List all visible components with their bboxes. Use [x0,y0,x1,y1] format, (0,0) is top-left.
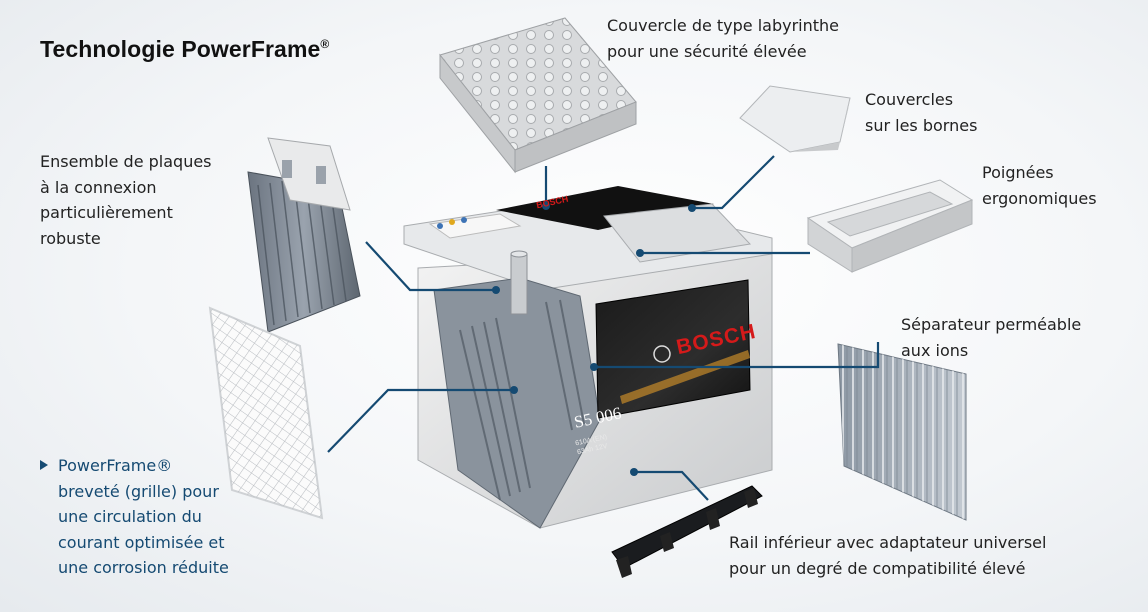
label-line: pour une sécurité élevée [607,41,807,61]
label-line: Ensemble de plaques [40,152,212,171]
label-labyrinth-cover: Couvercle de type labyrinthe pour une sé… [607,13,839,64]
label-plates: Ensemble de plaques à la connexion parti… [40,149,212,251]
label-rail: Rail inférieur avec adaptateur universel… [729,530,1046,581]
powerframe-grid [208,306,324,520]
label-line: Séparateur perméable [901,315,1082,334]
label-line: breveté (grille) pour [58,481,219,501]
triangle-bullet-icon [40,460,48,470]
label-line: robuste [40,228,101,248]
label-line: ergonomiques [982,188,1097,208]
leader-terminal-covers [692,155,775,210]
label-line: courant optimisée et [58,532,225,552]
label-line: particulièrement [40,203,173,222]
label-line: aux ions [901,340,969,360]
label-line: une circulation du [58,507,202,526]
label-line: Poignées [982,163,1054,182]
label-line: à la connexion [40,177,157,197]
label-powerframe: PowerFrame® breveté (grille) pour une ci… [40,453,229,581]
label-handles: Poignées ergonomiques [982,160,1097,211]
leader-rail [634,470,709,501]
battery-body [403,186,773,529]
label-terminal-covers: Couvercles sur les bornes [865,87,977,138]
title-text: Technologie PowerFrame [40,36,321,62]
label-line: Rail inférieur avec adaptateur universel [729,533,1047,552]
leader-separator [594,342,880,369]
label-line: pour un degré de compatibilité élevé [729,558,1026,578]
leader-dots [492,202,696,476]
plate-block [247,137,361,333]
terminal-cover [739,85,851,153]
registered-mark: ® [320,37,330,51]
label-line: Couvercles [865,90,954,109]
label-line: PowerFrame® [58,456,173,475]
leader-powerframe [327,388,514,453]
leader-lines [327,155,880,501]
labyrinth-cover [439,17,637,174]
handle-part [806,179,974,273]
label-line: sur les bornes [865,115,978,135]
bottom-rail [611,485,763,578]
page-title: Technologie PowerFrame® [40,36,329,63]
separator-part [837,343,967,521]
label-line: une corrosion réduite [58,558,229,577]
leader-plates [365,241,496,292]
label-line: Couvercle de type labyrinthe [607,16,840,35]
label-separator: Séparateur perméable aux ions [901,312,1081,363]
